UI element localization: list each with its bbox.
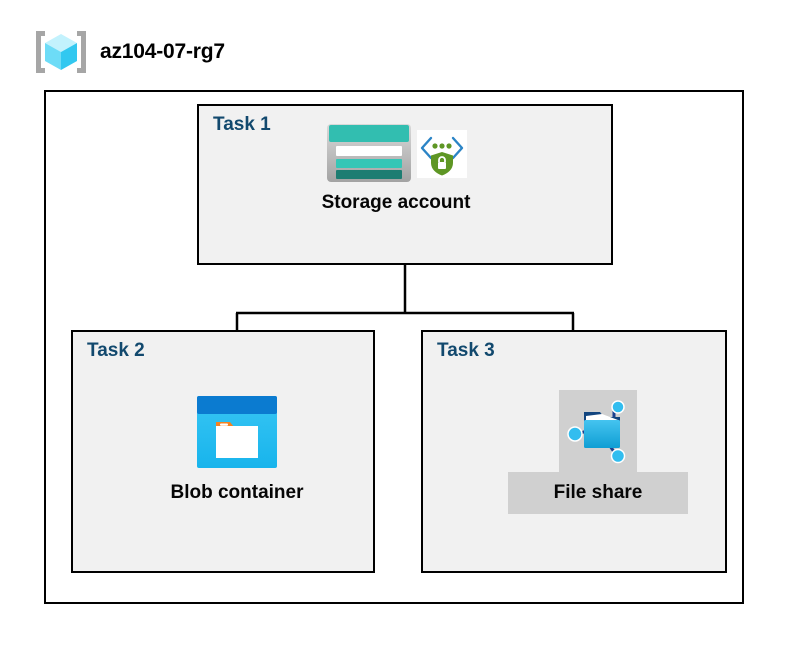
storage-account-caption: Storage account (321, 192, 471, 213)
storage-account-node[interactable]: Storage account (290, 122, 502, 214)
blob-container-node[interactable]: Blob container (152, 392, 322, 504)
resource-group-header: az104-07-rg7 (32, 28, 225, 76)
task-1-label: Task 1 (213, 114, 271, 135)
storage-icon-row (325, 122, 467, 184)
task-3-label: Task 3 (437, 340, 495, 361)
resource-group-name: az104-07-rg7 (100, 40, 225, 63)
blob-container-caption: Blob container (170, 482, 304, 503)
file-share-icon-highlight (559, 390, 637, 472)
file-share-icon (567, 400, 626, 464)
file-share-node[interactable]: File share (508, 390, 688, 514)
task-2-label: Task 2 (87, 340, 145, 361)
blob-container-icon (197, 396, 277, 468)
file-share-caption-highlight: File share (508, 472, 688, 514)
resource-group-cube-icon (36, 31, 86, 73)
task-1-box[interactable]: Task 1 (197, 104, 613, 265)
file-share-caption: File share (553, 482, 643, 503)
storage-account-icon (327, 124, 411, 182)
private-endpoint-icon (417, 130, 467, 178)
